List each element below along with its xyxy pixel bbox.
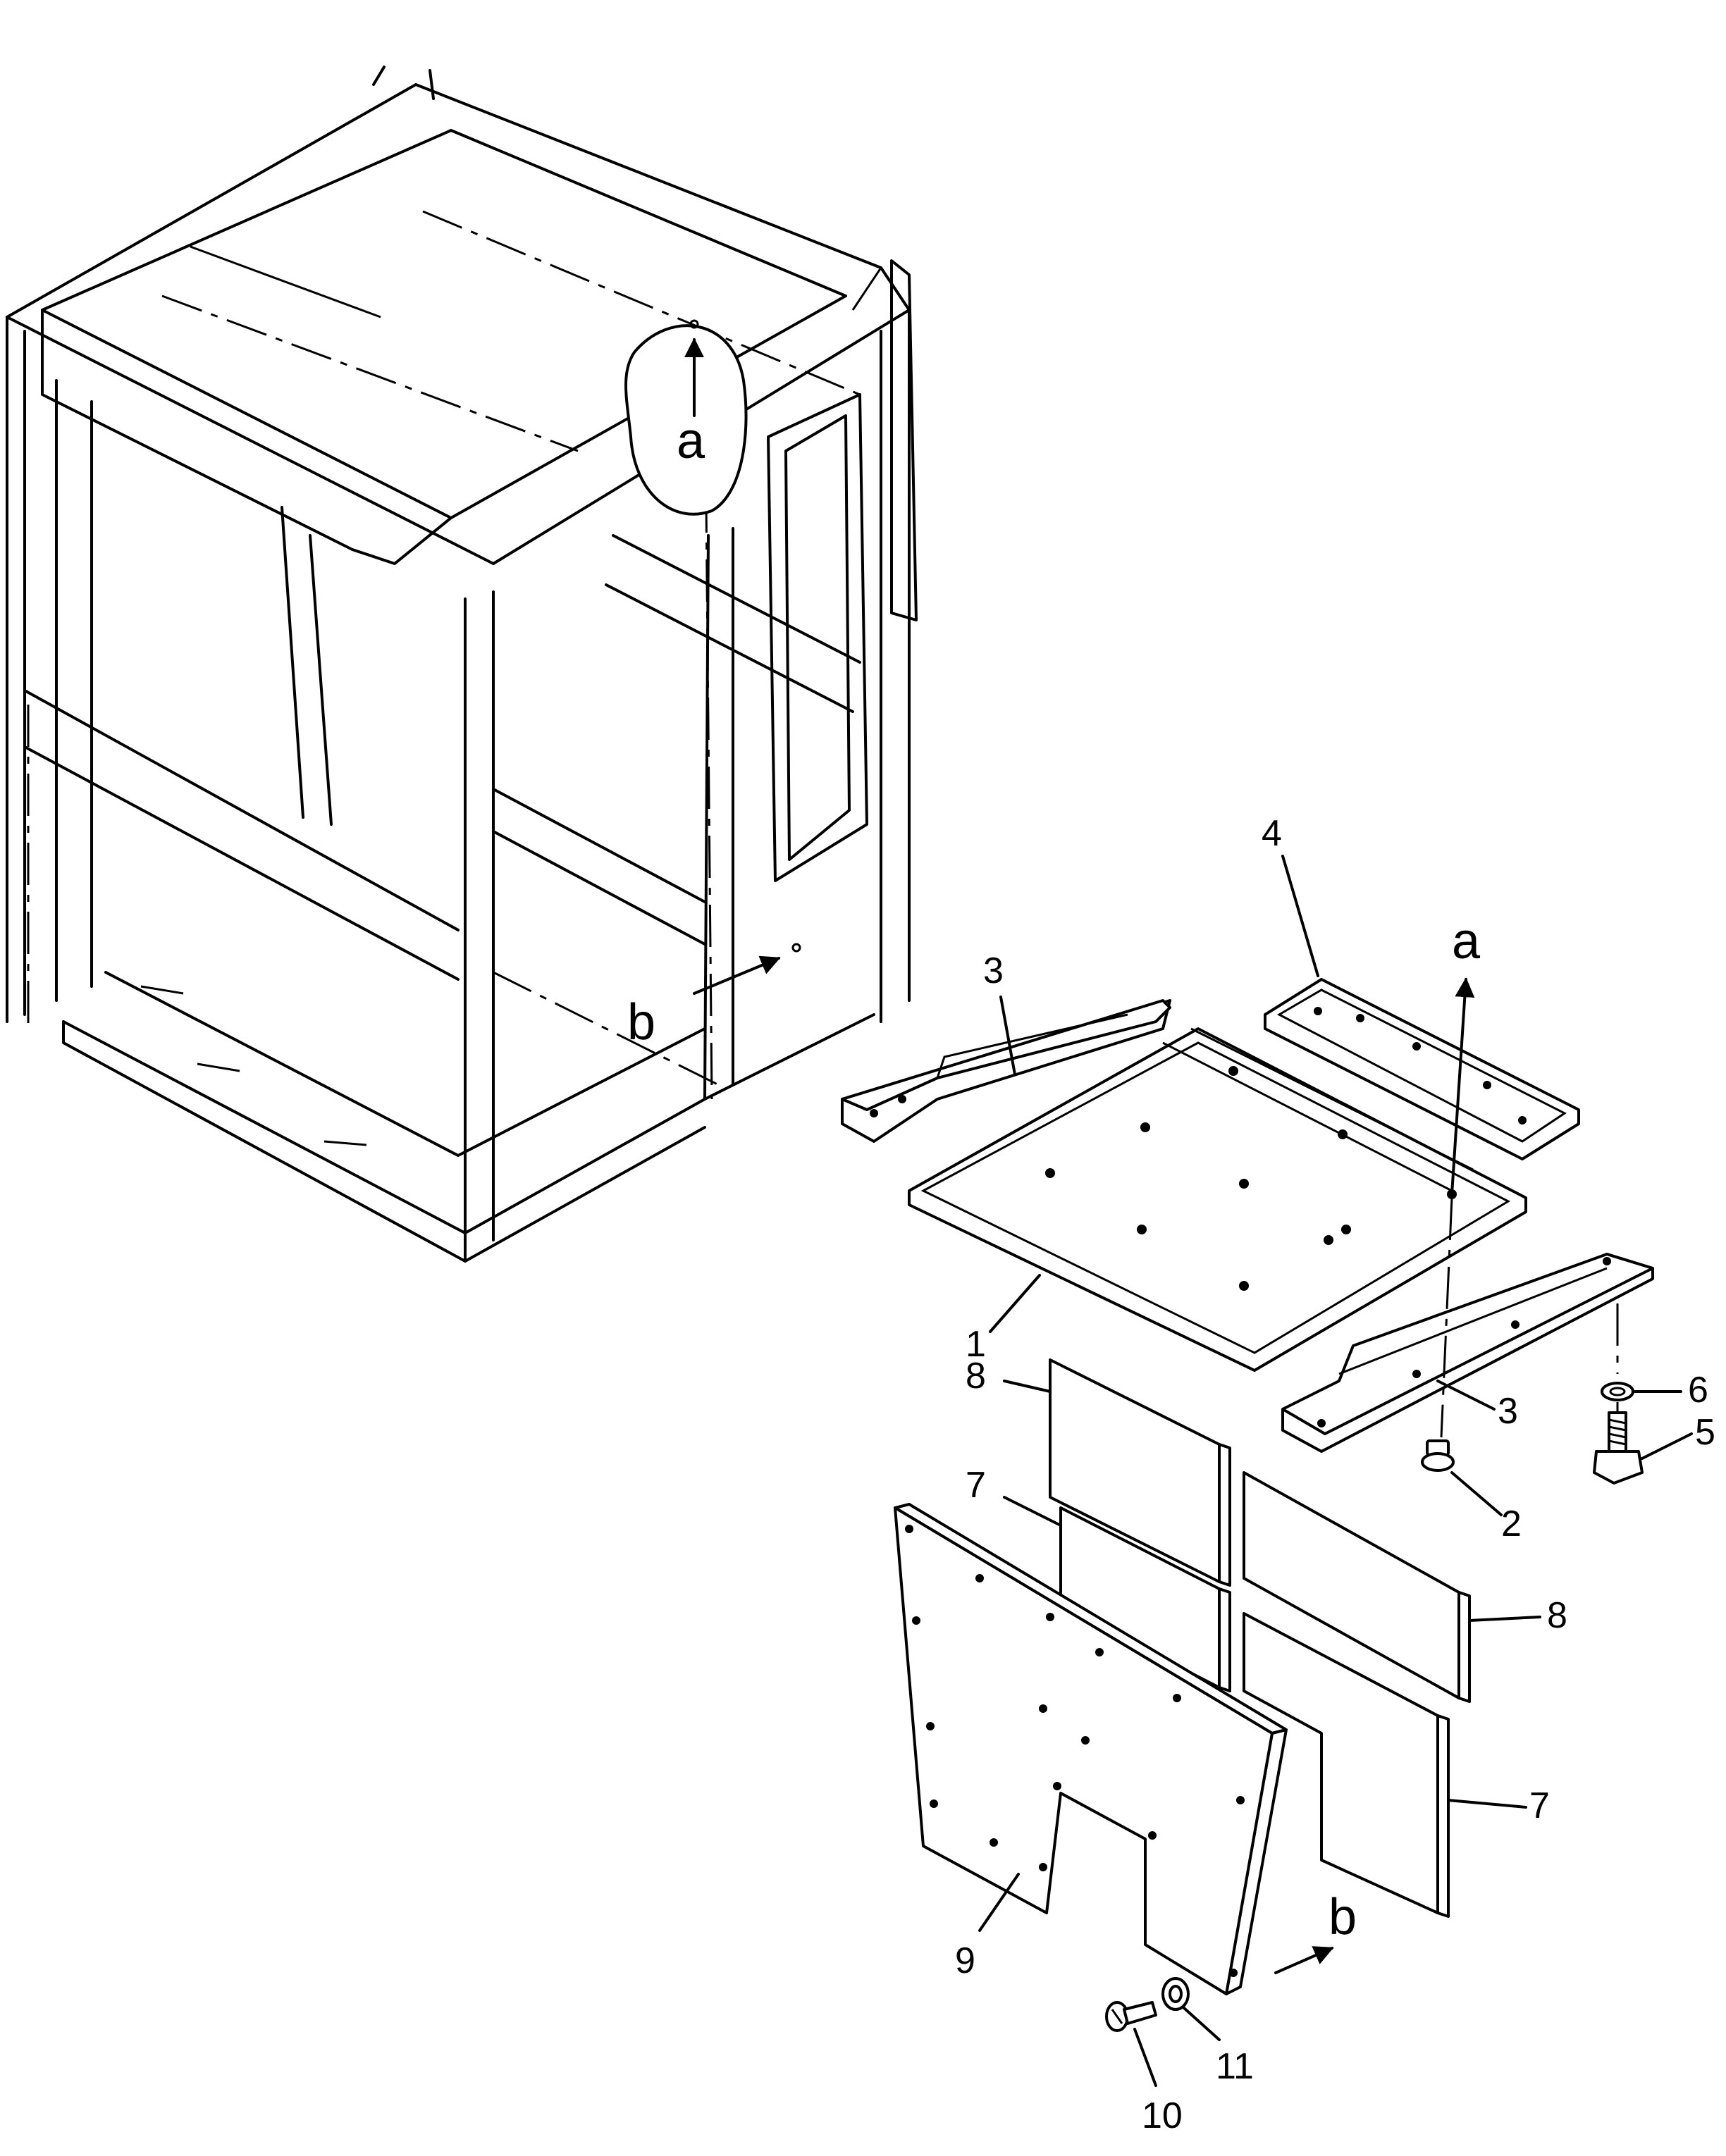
callout-5: 5 [1695, 1412, 1715, 1453]
floor-strip [1264, 978, 1580, 1160]
mat-lower-right [1243, 1612, 1450, 1918]
callout-3-upper: 3 [983, 950, 1004, 991]
callout-7-left: 7 [966, 1465, 986, 1506]
callout-numbers: 3 4 1 3 2 6 5 8 7 8 7 9 10 11 [955, 813, 1715, 2136]
cover-plate [894, 1503, 1288, 1995]
mat-lower-left [1059, 1506, 1231, 1692]
view-a-label-cab: a [677, 413, 705, 469]
washer [1601, 1382, 1634, 1401]
callout-6: 6 [1688, 1370, 1708, 1411]
screw [1105, 2001, 1157, 2032]
callout-3-lower: 3 [1498, 1391, 1518, 1432]
cab-frame: a b [6, 66, 918, 1263]
floor-plate [908, 1027, 1527, 1372]
callout-2: 2 [1501, 1504, 1522, 1544]
callout-1: 1 [966, 1324, 986, 1365]
mat-upper-right [1243, 1471, 1471, 1703]
callout-8-left: 8 [966, 1356, 986, 1396]
hex-bolt [1593, 1411, 1644, 1485]
callout-4: 4 [1262, 813, 1282, 854]
spring-washer [1161, 1977, 1190, 2011]
callout-leaders [978, 855, 1693, 2087]
view-b-label-floor: b [1329, 1889, 1357, 1945]
callout-8-right: 8 [1547, 1595, 1567, 1636]
stud-bolt [1421, 1439, 1455, 1472]
callout-11: 11 [1216, 2046, 1254, 2087]
side-rail-lower [1281, 1253, 1654, 1453]
side-rail-upper [841, 999, 1171, 1143]
callout-9: 9 [955, 1940, 975, 1981]
callout-7-right: 7 [1529, 1785, 1550, 1826]
callout-10: 10 [1142, 2095, 1183, 2136]
view-b-label-cab: b [627, 994, 655, 1051]
mat-upper-left [1049, 1358, 1231, 1587]
view-a-label-floor: a [1452, 913, 1481, 969]
